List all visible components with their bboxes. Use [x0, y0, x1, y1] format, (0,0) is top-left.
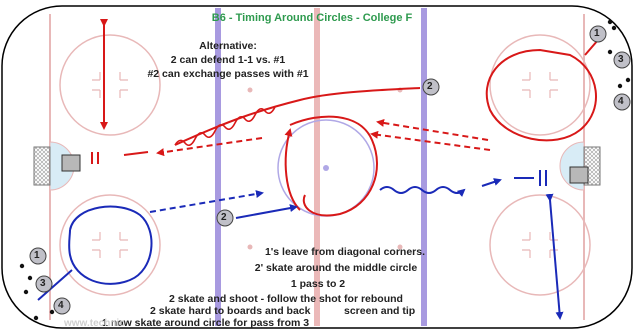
player-1-left: 1 — [34, 250, 40, 261]
faceoff-circle-bottom-left — [59, 194, 161, 296]
red-pass-left — [156, 137, 263, 157]
instruction-line-6: 1 now skate around circle for pass from … — [102, 317, 310, 329]
left-puck-pile — [61, 154, 81, 172]
instruction-line-5b: screen and tip — [344, 305, 416, 317]
instruction-line-4: 2 skate and shoot - follow the shot for … — [169, 293, 403, 305]
left-net — [33, 146, 51, 186]
red-pass-right-1 — [376, 119, 489, 141]
alternative-line-2: #2 can exchange passes with #1 — [147, 68, 309, 80]
alternative-line-1: 2 can defend 1-1 vs. #1 — [170, 54, 286, 66]
instruction-line-3: 1 pass to 2 — [290, 278, 346, 290]
red-circle-skate — [289, 115, 378, 217]
faceoff-circle-bottom-right — [489, 194, 591, 296]
faceoff-circle-top-right — [489, 34, 591, 136]
drill-title: B6 - Timing Around Circles - College F — [211, 12, 413, 24]
instruction-line-5a: 2 skate hard to boards and back — [150, 305, 311, 317]
instruction-line-2: 2' skate around the middle circle — [254, 262, 418, 274]
red-shot-dash — [123, 151, 149, 156]
player-4-right: 4 — [618, 96, 624, 107]
player-markers — [29, 25, 631, 315]
player-3-left: 3 — [40, 278, 46, 289]
blue-wavy-right — [379, 186, 466, 197]
blue-pass-to-center — [149, 190, 264, 213]
instruction-line-1: 1's leave from diagonal corners. — [264, 246, 426, 258]
blue-skate-from-2 — [235, 204, 298, 219]
player-2-center: 2 — [427, 81, 433, 92]
player-3-right: 3 — [618, 54, 624, 65]
blue-loop-bottom-left — [68, 205, 153, 285]
player-1-top-right: 1 — [594, 28, 600, 39]
right-puck-pile — [569, 166, 589, 184]
alternative-heading: Alternative: — [199, 40, 257, 52]
red-loop-top-right — [485, 48, 597, 142]
faceoff-circle-top-left — [59, 34, 161, 136]
watermark: www.technic — [64, 318, 125, 329]
player-4-left: 4 — [58, 300, 64, 311]
player-2-low: 2 — [221, 212, 227, 223]
blue-vertical-arrow — [545, 193, 564, 320]
